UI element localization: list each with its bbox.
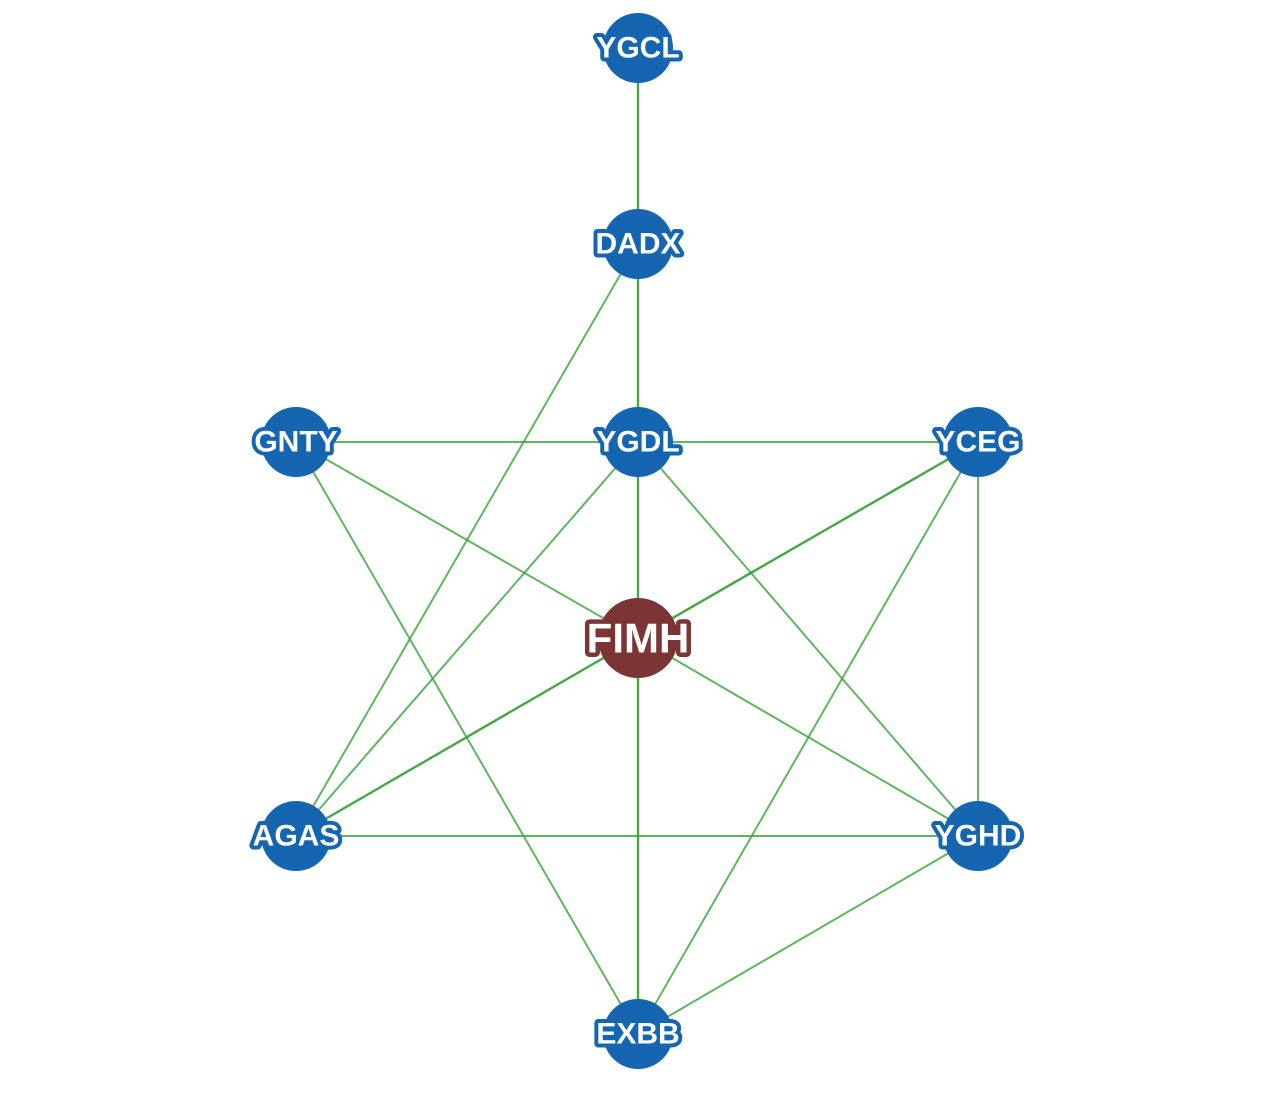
node-yceg[interactable]: YCEG xyxy=(931,407,1025,477)
node-fimh[interactable]: FIMH xyxy=(582,598,694,678)
node-ygdl[interactable]: YGDL xyxy=(592,407,684,477)
node-circle xyxy=(598,598,678,678)
node-agas[interactable]: AGAS xyxy=(249,801,343,871)
node-label: GNTY xyxy=(254,426,337,459)
node-ygcl[interactable]: YGCL xyxy=(592,13,684,83)
node-circle xyxy=(943,407,1013,477)
node-gnty[interactable]: GNTY xyxy=(250,407,342,477)
node-circle xyxy=(603,407,673,477)
node-label: DADX xyxy=(595,228,680,261)
node-circle xyxy=(943,801,1013,871)
edge-ygdl-yghd xyxy=(637,441,979,837)
node-label: FIMH xyxy=(587,615,690,662)
edge-ygdl-agas xyxy=(295,441,639,837)
edge-yceg-fimh xyxy=(637,440,979,640)
node-circle xyxy=(603,999,673,1069)
edge-fimh-agas xyxy=(295,636,639,838)
node-yghd[interactable]: YGHD xyxy=(931,801,1025,871)
node-label: EXBB xyxy=(596,1018,679,1051)
node-label: YCEG xyxy=(935,426,1020,459)
node-circle xyxy=(603,13,673,83)
nodes-layer: YGCL DADX GNTY YGDL YCEG FIMH AGAS YGHD EXBB xyxy=(249,13,1025,1069)
edge-gnty-fimh xyxy=(295,441,639,639)
node-circle xyxy=(261,407,331,477)
edges-layer xyxy=(295,48,979,1035)
node-label: AGAS xyxy=(253,820,340,853)
edge-yghd-exbb xyxy=(637,835,979,1035)
node-circle xyxy=(603,209,673,279)
node-label: YGCL xyxy=(596,32,679,65)
node-label: YGHD xyxy=(935,820,1022,853)
node-circle xyxy=(261,801,331,871)
edge-fimh-yghd xyxy=(637,637,979,837)
node-exbb[interactable]: EXBB xyxy=(592,999,684,1069)
node-label: YGDL xyxy=(596,426,679,459)
node-dadx[interactable]: DADX xyxy=(591,209,685,279)
